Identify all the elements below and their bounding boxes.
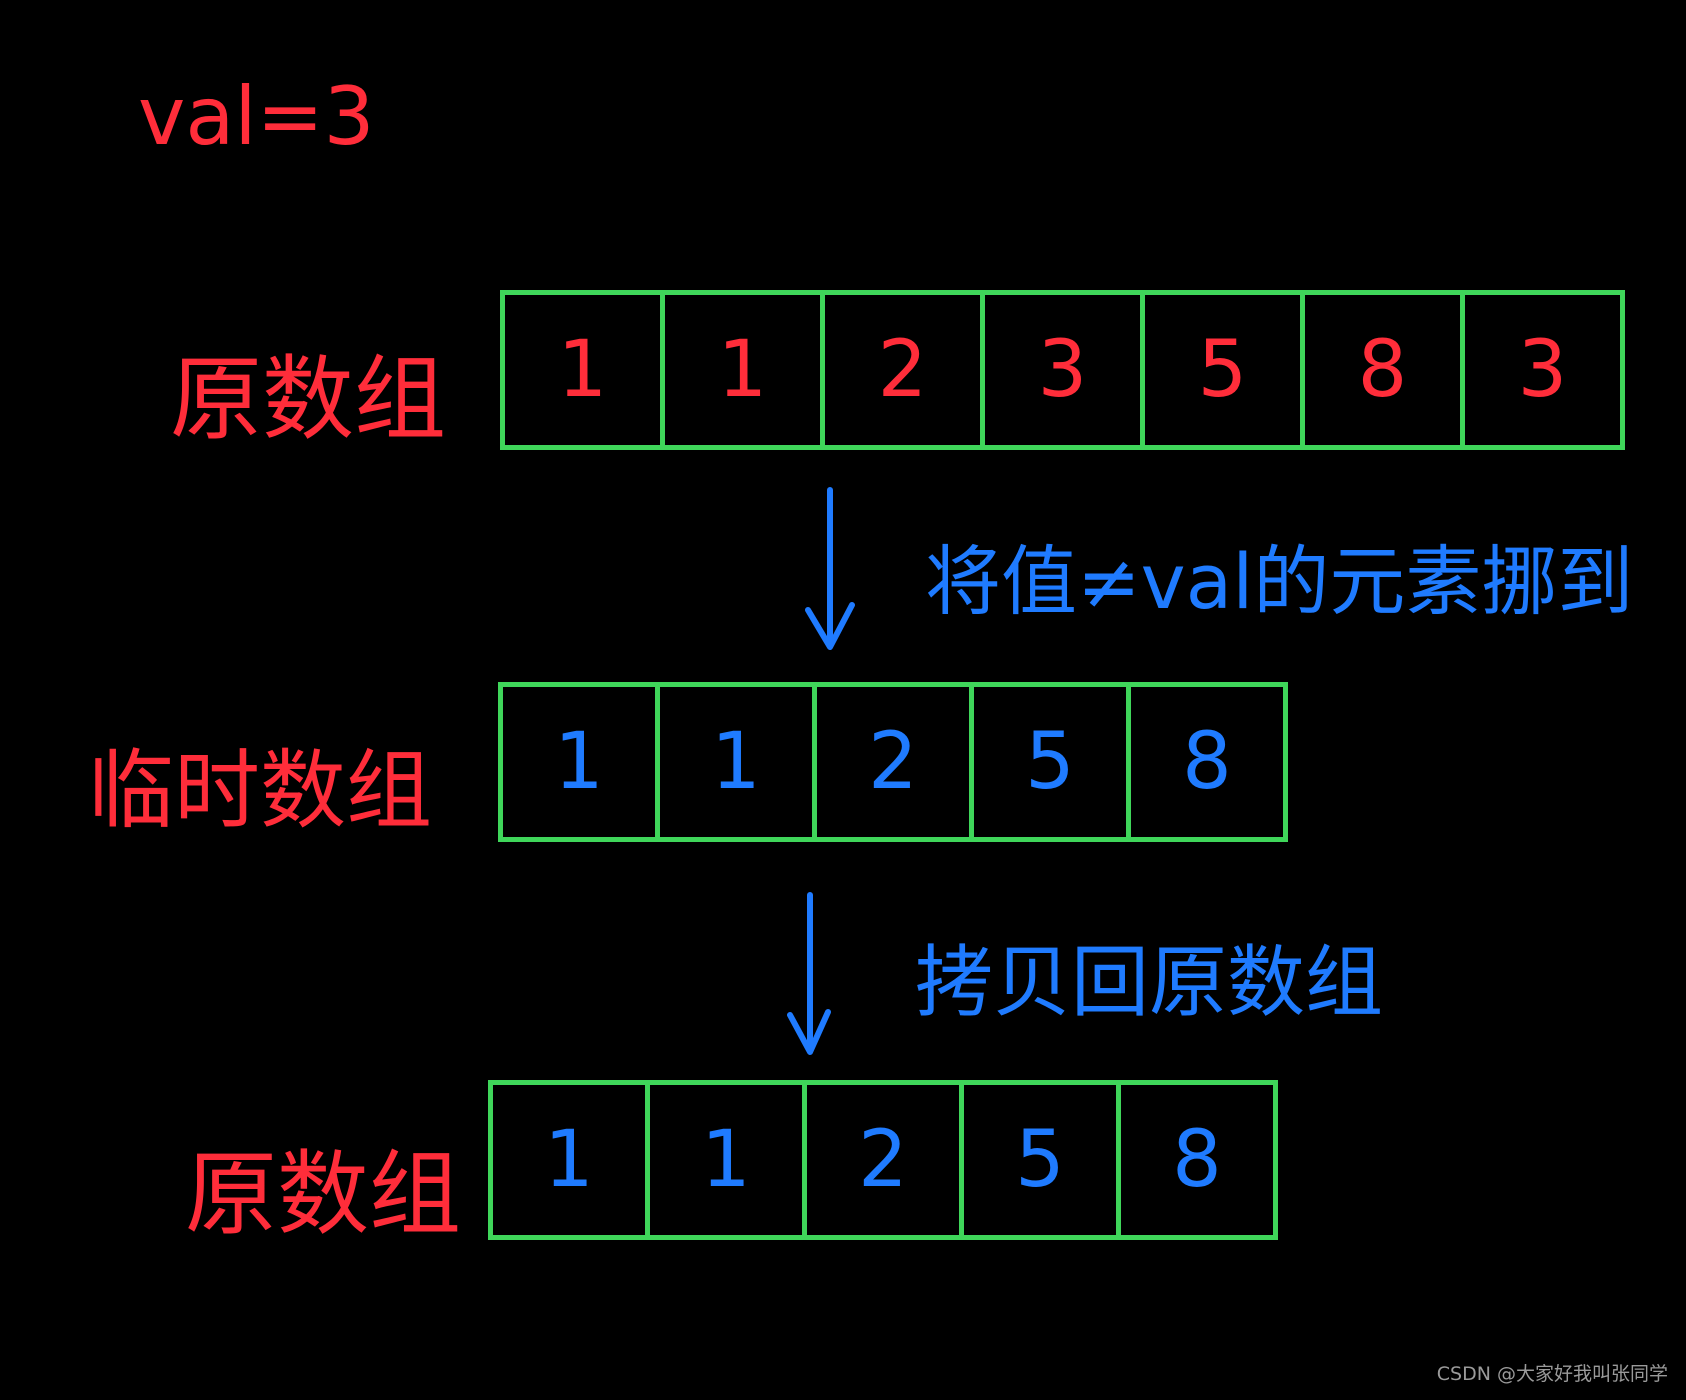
array-cell: 1 bbox=[488, 1080, 650, 1240]
array-cell: 5 bbox=[959, 1080, 1121, 1240]
array-cell: 2 bbox=[802, 1080, 964, 1240]
temp-array-row: 1 1 2 5 8 bbox=[498, 682, 1288, 842]
array-cell: 2 bbox=[812, 682, 974, 842]
array-cell: 3 bbox=[980, 290, 1145, 450]
array-cell: 8 bbox=[1300, 290, 1465, 450]
array-cell: 8 bbox=[1126, 682, 1288, 842]
array-cell: 1 bbox=[645, 1080, 807, 1240]
watermark: CSDN @大家好我叫张同学 bbox=[1436, 1363, 1668, 1385]
step1-label: 将值≠val的元素挪到 bbox=[925, 537, 1634, 626]
original-array-row: 1 1 2 3 5 8 3 bbox=[500, 290, 1625, 450]
array-cell: 1 bbox=[500, 290, 665, 450]
array-cell: 3 bbox=[1460, 290, 1625, 450]
array-cell: 8 bbox=[1116, 1080, 1278, 1240]
down-arrow-icon bbox=[805, 487, 855, 650]
step2-label: 拷贝回原数组 bbox=[915, 938, 1384, 1028]
array-cell: 5 bbox=[969, 682, 1131, 842]
array-cell: 1 bbox=[655, 682, 817, 842]
array-cell: 1 bbox=[660, 290, 825, 450]
array-cell: 5 bbox=[1140, 290, 1305, 450]
original-array-label-bottom: 原数组 bbox=[185, 1141, 462, 1248]
array-cell: 2 bbox=[820, 290, 985, 450]
final-array-row: 1 1 2 5 8 bbox=[488, 1080, 1278, 1240]
val-label: val=3 bbox=[138, 70, 375, 163]
array-cell: 1 bbox=[498, 682, 660, 842]
original-array-label-top: 原数组 bbox=[170, 346, 447, 453]
temp-array-label: 临时数组 bbox=[88, 741, 432, 841]
down-arrow-icon bbox=[787, 892, 831, 1055]
